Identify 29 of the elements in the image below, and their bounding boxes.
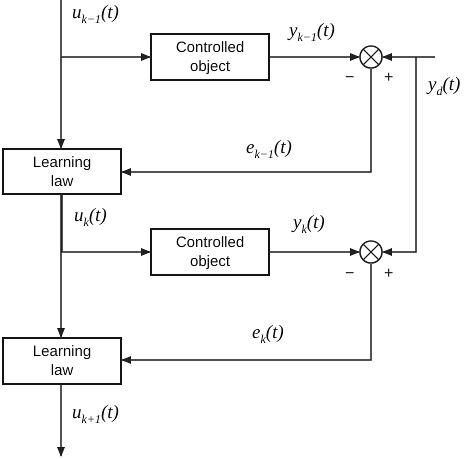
arrow: [57, 0, 65, 149]
arrow: [57, 385, 65, 457]
summing-junction: [359, 45, 383, 69]
arrow: [121, 264, 372, 364]
arrow: [382, 53, 435, 61]
signal-label: u$_{k}$(t): [74, 205, 107, 230]
signal-label: e$_{k−1}$(t): [246, 137, 292, 162]
plus-sign: +: [384, 266, 394, 282]
signal-label: u$_{k+1}$(t): [72, 402, 119, 427]
signal-label: y$_{k−1}$(t): [289, 20, 335, 45]
process-box: Learning law: [2, 148, 122, 195]
arrow: [61, 195, 151, 256]
signal-label: e$_{k}$(t): [252, 322, 284, 347]
process-box: Controlled object: [150, 33, 270, 81]
plus-sign: +: [384, 70, 394, 86]
arrow: [121, 69, 372, 176]
minus-sign: −: [345, 266, 354, 282]
arrow: [382, 57, 417, 256]
arrow: [270, 53, 360, 61]
summing-junction: [359, 240, 383, 264]
process-box: Learning law: [2, 337, 122, 385]
signal-label: y$_{k}$(t): [293, 212, 325, 237]
signal-label: u$_{k−1}$(t): [72, 2, 119, 27]
arrow: [57, 195, 65, 338]
signal-label: y$_{d}$(t): [428, 74, 460, 99]
arrow: [61, 53, 151, 61]
process-box: Controlled object: [150, 228, 270, 276]
minus-sign: −: [345, 70, 354, 86]
arrow: [270, 248, 360, 256]
